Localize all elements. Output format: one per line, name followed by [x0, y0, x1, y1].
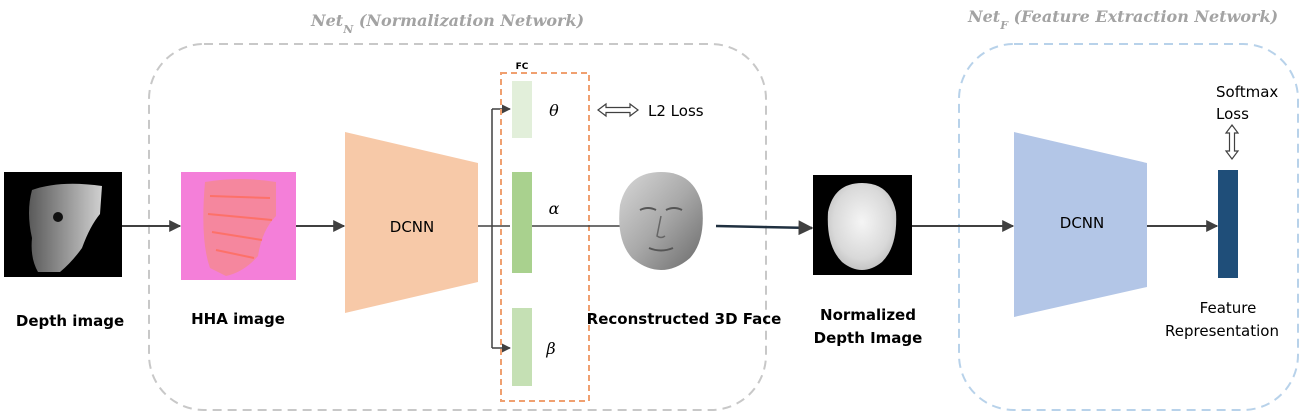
normalized-label-line1: Normalized: [820, 306, 916, 324]
reconstructed-3d-face-render: [619, 172, 703, 270]
fc-beta-block: [512, 308, 532, 386]
depth-image-label: Depth image: [16, 312, 124, 330]
normalized-depth-image-thumbnail: [813, 175, 912, 275]
hha-image-label: HHA image: [191, 310, 285, 328]
l2-loss-double-arrow-icon: [597, 102, 639, 118]
alpha-symbol: α: [549, 199, 560, 218]
net-n-title-sub: N: [342, 23, 354, 36]
net-n-title-name: Net: [310, 11, 344, 30]
feature-label-line2: Representation: [1165, 322, 1279, 340]
feature-representation-bar: [1218, 170, 1238, 278]
net-f-title-name: Net: [967, 7, 1001, 26]
feature-label-line1: Feature: [1200, 299, 1257, 317]
normalized-label-line2: Depth Image: [814, 329, 923, 347]
fc-label: FC: [516, 62, 529, 72]
net-n-title-desc: (Normalization Network): [353, 11, 584, 30]
net-f-title: NetF (Feature Extraction Network): [967, 7, 1278, 32]
depth-image-thumbnail: [4, 172, 122, 277]
dcnn-f-trapezoid: [1014, 132, 1147, 317]
dcnn-n-label: DCNN: [390, 218, 434, 236]
net-f-title-sub: F: [999, 19, 1009, 32]
net-f-title-desc: (Feature Extraction Network): [1008, 7, 1278, 26]
softmax-label-line1: Softmax: [1216, 83, 1278, 101]
beta-symbol: β: [545, 339, 555, 358]
dcnn-f-label: DCNN: [1060, 214, 1104, 232]
reconstructed-face-label: Reconstructed 3D Face: [587, 310, 782, 328]
softmax-label-line2: Loss: [1216, 105, 1249, 123]
arrow-face-to-normalized: [715, 220, 814, 236]
hha-image-thumbnail: [181, 172, 296, 280]
theta-symbol: θ: [549, 101, 559, 120]
net-n-title: NetN (Normalization Network): [310, 11, 584, 36]
fc-alpha-block: [512, 172, 532, 273]
dcnn-n-trapezoid: [345, 132, 478, 313]
fc-group-border: [500, 72, 590, 402]
fc-branch-connectors: [478, 109, 510, 348]
l2-loss-label: L2 Loss: [648, 102, 704, 120]
fc-theta-block: [512, 81, 532, 138]
softmax-double-arrow-icon: [1224, 124, 1240, 160]
